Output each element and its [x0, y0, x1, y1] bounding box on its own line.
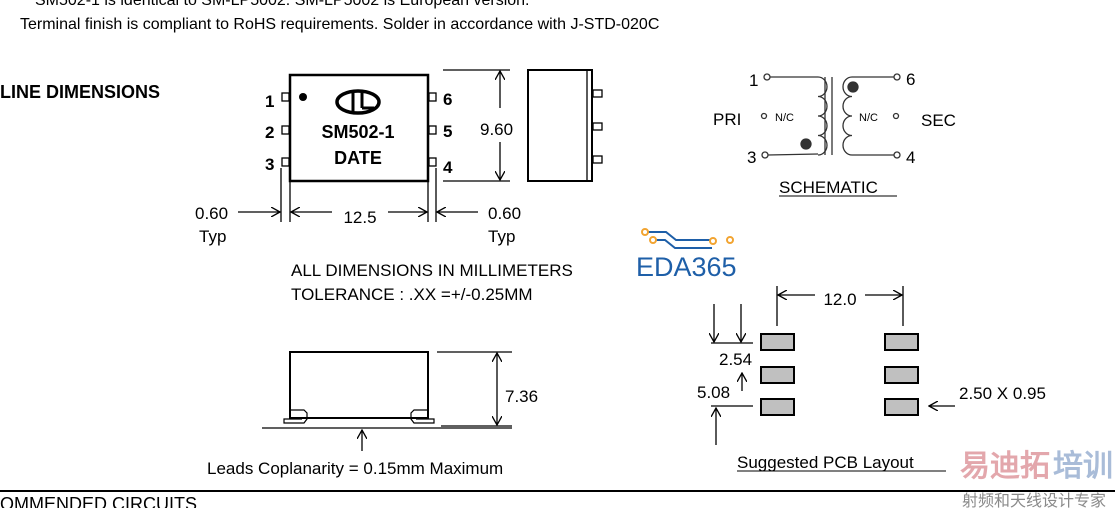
- pad: [884, 333, 919, 351]
- top-view-drawing: [238, 69, 603, 222]
- secondary-label: SEC: [921, 111, 956, 130]
- tolerance-note: TOLERANCE : .XX =+/-0.25MM: [291, 285, 533, 304]
- body-width-dimension: 12.5: [343, 208, 376, 227]
- pad-size-dimension: 2.50 X 0.95: [959, 384, 1046, 403]
- pad: [760, 333, 795, 351]
- footer-heading: OMMENDED CIRCUITS: [0, 494, 197, 508]
- pin-label-2: 2: [265, 123, 274, 142]
- company-logo-icon: [335, 89, 381, 115]
- pin1-dot: [299, 93, 307, 101]
- units-note: ALL DIMENSIONS IN MILLIMETERS: [291, 261, 573, 280]
- height-dimension: 9.60: [480, 120, 513, 139]
- pad: [884, 398, 919, 416]
- pin-label-4: 4: [443, 158, 453, 177]
- nc-right-label: N/C: [859, 112, 878, 124]
- section-title: LINE DIMENSIONS: [0, 82, 160, 102]
- schematic-pin-4: 4: [906, 148, 915, 167]
- watermark-red-text: 易迪拓: [960, 450, 1050, 483]
- pad: [760, 398, 795, 416]
- nc-left-label: N/C: [775, 112, 794, 124]
- schematic-pin-6: 6: [906, 70, 915, 89]
- pcb-layout-title: Suggested PCB Layout: [737, 453, 914, 472]
- note-line-1: SM502-1 is identical to SM-LP5002. SM-LP…: [35, 0, 529, 9]
- schematic-title: SCHEMATIC: [779, 178, 878, 197]
- side-height-dimension: 7.36: [505, 387, 538, 406]
- lead-left-typ: Typ: [199, 227, 226, 246]
- watermark-subtitle: 射频和天线设计专家: [962, 492, 1106, 508]
- pin-label-3: 3: [265, 155, 274, 174]
- part-number: SM502-1: [321, 122, 394, 142]
- schematic-pin-3: 3: [747, 148, 756, 167]
- transformer-schematic: [760, 73, 901, 159]
- primary-label: PRI: [713, 110, 741, 129]
- pcb-pitch-dimension: 2.54: [719, 350, 752, 369]
- schematic-pin-1: 1: [749, 71, 758, 90]
- pcb-span-dimension: 12.0: [823, 290, 856, 309]
- eda365-watermark: EDA365: [636, 228, 737, 282]
- lead-right-typ: Typ: [488, 227, 515, 246]
- side-elevation-drawing: [262, 351, 512, 451]
- pin-label-6: 6: [443, 90, 452, 109]
- lead-left-dimension: 0.60: [195, 204, 228, 223]
- pad: [884, 366, 919, 384]
- date-label: DATE: [334, 148, 382, 168]
- pad: [760, 366, 795, 384]
- watermark-blue-text: 培训: [1053, 449, 1113, 483]
- pcb-layout-drawing: [711, 286, 955, 445]
- eda365-logo-text: EDA365: [636, 252, 737, 282]
- pin-label-5: 5: [443, 122, 452, 141]
- coplanarity-note: Leads Coplanarity = 0.15mm Maximum: [207, 459, 503, 478]
- lead-right-dimension: 0.60: [488, 204, 521, 223]
- pcb-double-pitch-dimension: 5.08: [697, 383, 730, 402]
- pin-label-1: 1: [265, 92, 274, 111]
- note-line-2: Terminal finish is compliant to RoHS req…: [20, 16, 659, 33]
